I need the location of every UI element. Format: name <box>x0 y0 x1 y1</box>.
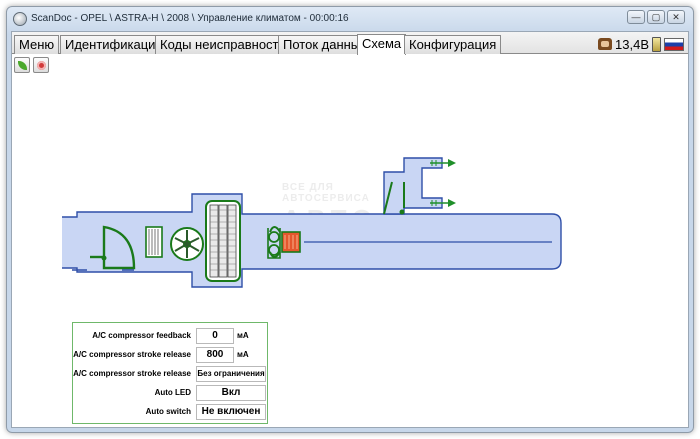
outlet-arrows <box>430 159 456 207</box>
param-label: A/C compressor stroke release <box>73 350 191 359</box>
app-icon <box>13 12 27 26</box>
close-button[interactable]: ✕ <box>667 10 685 24</box>
param-label: A/C compressor feedback <box>92 331 191 340</box>
phone-icon <box>598 38 613 50</box>
toolbar <box>14 57 49 73</box>
tab-scheme[interactable]: Схема <box>357 34 407 55</box>
param-row: Auto LED Вкл <box>73 385 267 402</box>
tab-bar: Меню Идентификация Коды неисправностей П… <box>12 32 688 55</box>
heater-core <box>281 231 301 253</box>
parameters-panel: A/C compressor feedback 0 мА A/C compres… <box>72 322 268 424</box>
blower-fan-icon <box>170 227 204 261</box>
app-window: ScanDoc - OPEL \ ASTRA-H \ 2008 \ Управл… <box>6 6 694 433</box>
param-label: Auto switch <box>145 407 191 416</box>
param-value: Вкл <box>196 385 266 401</box>
flag-icon[interactable] <box>664 37 684 51</box>
climate-scheme-diagram <box>62 157 562 288</box>
tab-trouble-codes[interactable]: Коды неисправностей <box>155 35 298 54</box>
status-area: 13,4В <box>598 35 684 53</box>
param-unit: мА <box>237 350 249 359</box>
leaf-button[interactable] <box>14 57 30 73</box>
tab-configuration[interactable]: Конфигурация <box>404 35 502 54</box>
cabin-filter <box>145 226 163 258</box>
air-duct <box>62 157 562 288</box>
param-value: 0 <box>196 328 234 344</box>
client-area: Меню Идентификация Коды неисправностей П… <box>11 31 689 428</box>
minimize-button[interactable]: — <box>627 10 645 24</box>
param-value: Без ограничения <box>196 366 266 382</box>
tab-menu[interactable]: Меню <box>14 35 60 54</box>
maximize-button[interactable]: ▢ <box>647 10 665 24</box>
param-label: Auto LED <box>154 388 191 397</box>
param-value: 800 <box>196 347 234 363</box>
tab-data-stream[interactable]: Поток данных <box>278 35 372 54</box>
param-unit: мА <box>237 331 249 340</box>
tab-identification[interactable]: Идентификация <box>60 35 168 54</box>
param-row: Auto switch Не включен <box>73 404 267 421</box>
record-button[interactable] <box>33 57 49 73</box>
blend-flap <box>267 226 281 259</box>
recirculation-flap <box>72 225 136 271</box>
param-value: Не включен <box>196 404 266 420</box>
param-label: A/C compressor stroke release <box>73 369 191 378</box>
distribution-flap <box>383 181 405 215</box>
param-row: A/C compressor feedback 0 мА <box>73 328 267 345</box>
param-row: A/C compressor stroke release Без ограни… <box>73 366 267 383</box>
watermark-line1: ВСЕ ДЛЯ АВТОСЕРВИСА <box>282 182 370 204</box>
leaf-icon <box>18 61 27 70</box>
evaporator <box>205 200 241 282</box>
window-controls: — ▢ ✕ <box>627 10 685 24</box>
record-icon <box>37 61 46 70</box>
window-title: ScanDoc - OPEL \ ASTRA-H \ 2008 \ Управл… <box>31 13 349 24</box>
voltage-readout: 13,4В <box>615 36 649 52</box>
param-row: A/C compressor stroke release 800 мА <box>73 347 267 364</box>
battery-icon <box>652 36 661 52</box>
title-bar: ScanDoc - OPEL \ ASTRA-H \ 2008 \ Управл… <box>7 7 693 31</box>
